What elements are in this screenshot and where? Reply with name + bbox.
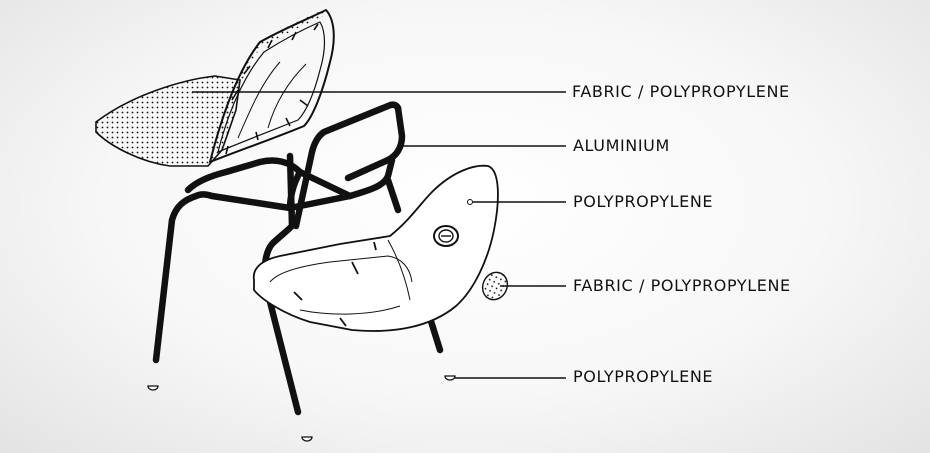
fabric-back-patch [481, 271, 509, 301]
callout-glides-label: POLYPROPYLENE [573, 367, 714, 386]
callout-frame-label: ALUMINIUM [573, 136, 670, 155]
callout-seat-shell-label: POLYPROPYLENE [573, 192, 714, 211]
callout-back-patch-label: FABRIC / POLYPROPYLENE [573, 276, 791, 295]
seat-shell [252, 164, 499, 332]
leader-lines [192, 91, 566, 379]
fabric-back-cushion [95, 75, 241, 167]
glides [147, 375, 456, 442]
callout-back-shell-label: FABRIC / POLYPROPYLENE [572, 82, 790, 101]
aluminium-frame [152, 101, 444, 416]
